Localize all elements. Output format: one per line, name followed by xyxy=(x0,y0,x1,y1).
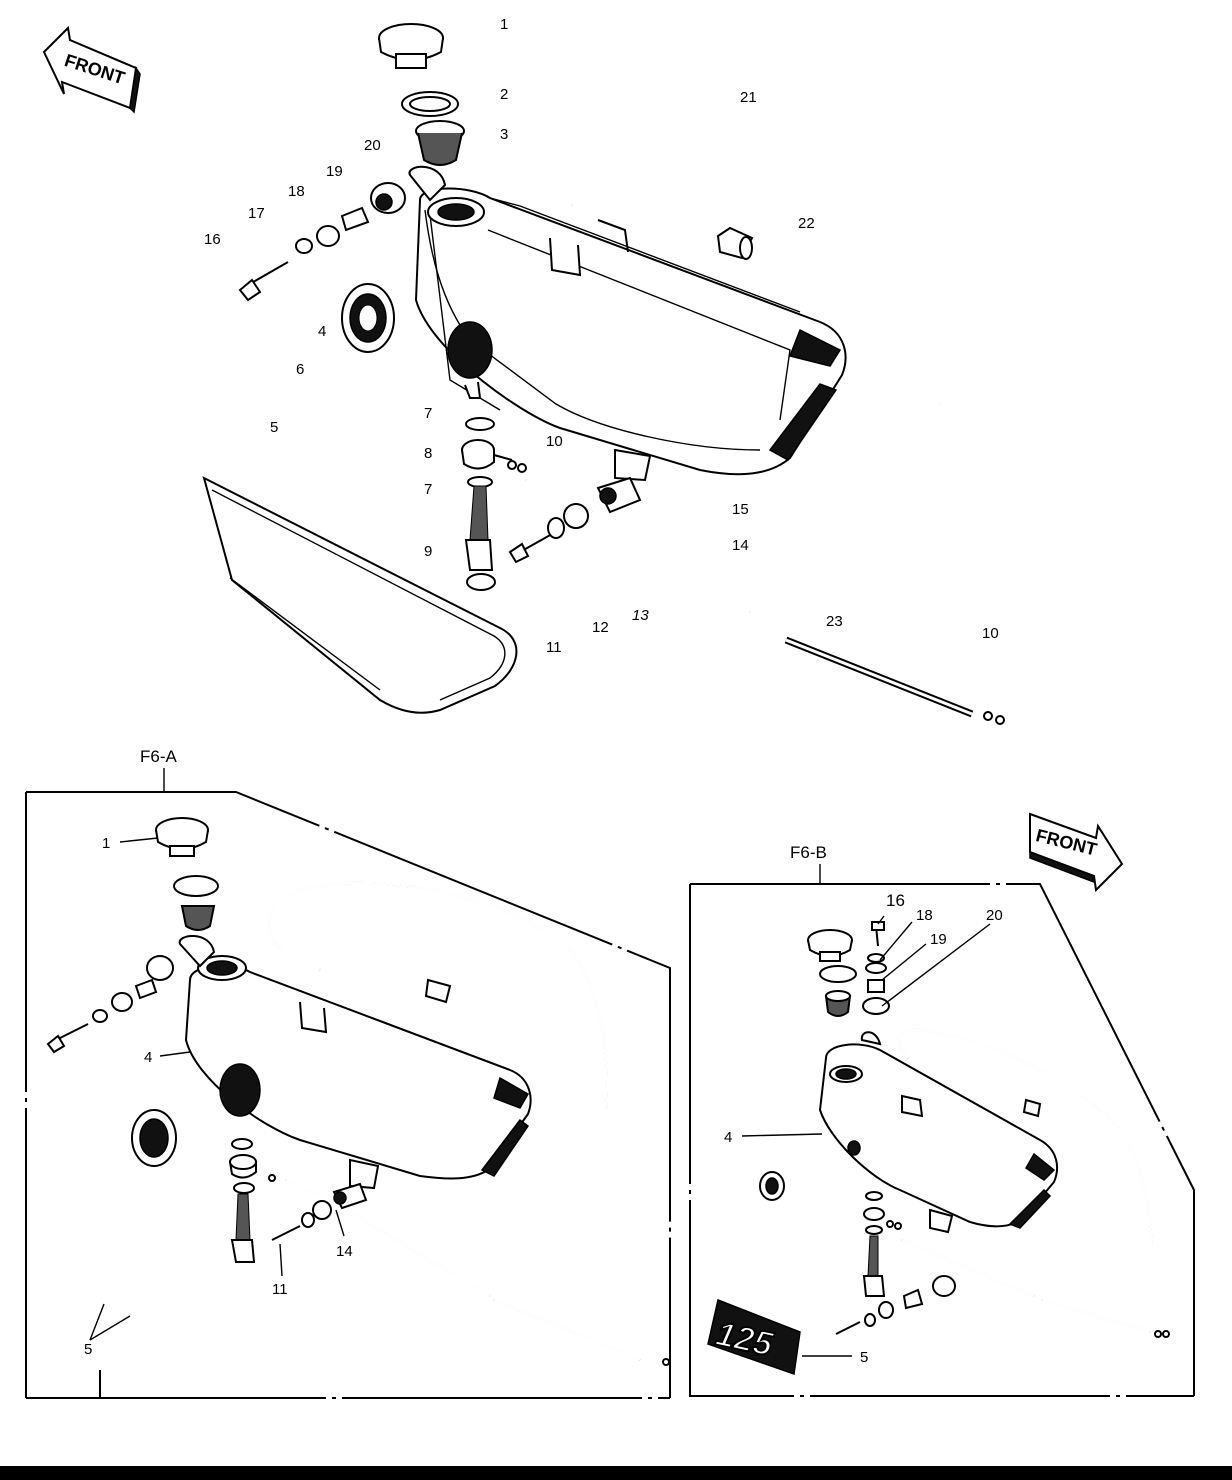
clips-10-icon xyxy=(507,460,527,473)
frame-f6b: FRONT F6-B xyxy=(689,812,1195,1397)
f6a-callout-1: 1 xyxy=(102,835,110,852)
cap-grommet-6-icon xyxy=(341,283,395,353)
filler-strainer-icon xyxy=(415,120,465,166)
callout-20: 20 xyxy=(364,137,381,154)
f6b-callout-20: 20 xyxy=(986,907,1003,924)
knee-pad-5-icon xyxy=(202,476,518,714)
callout-13: 13 xyxy=(632,607,649,624)
f6b-callout-4: 4 xyxy=(724,1129,732,1146)
frame-f6b-title: F6-B xyxy=(790,843,827,862)
callout-10b: 10 xyxy=(982,625,999,642)
bottom-border-bar xyxy=(0,1466,1232,1480)
callout-9: 9 xyxy=(424,543,432,560)
bolt-11-icon xyxy=(508,533,553,564)
f6a-callout-4: 4 xyxy=(144,1049,152,1066)
callout-22: 22 xyxy=(798,215,815,232)
damper-20-icon xyxy=(370,182,406,214)
f6a-strainer-icon xyxy=(180,905,216,931)
fuel-cap-icon xyxy=(378,23,444,69)
collar-19-icon xyxy=(340,206,370,232)
tank-bolt-16-icon xyxy=(238,261,289,302)
callout-19: 19 xyxy=(326,163,343,180)
washer-13-icon xyxy=(563,503,589,529)
frame-f6a: F6-A xyxy=(25,747,671,1399)
f6a-callout-5: 5 xyxy=(84,1341,92,1358)
callout-12: 12 xyxy=(592,619,609,636)
f6a-callout-14: 14 xyxy=(336,1243,353,1260)
f6a-fuel-tank-icon xyxy=(178,934,532,1190)
frame-f6a-title: F6-A xyxy=(140,747,178,766)
washer-17-icon xyxy=(295,238,313,254)
f6b-fuel-cap-icon xyxy=(807,929,853,962)
callout-7b: 7 xyxy=(424,481,432,498)
washer-12-icon xyxy=(547,517,565,539)
f6b-callout-19: 19 xyxy=(930,931,947,948)
callout-8: 8 xyxy=(424,445,432,462)
callout-5: 5 xyxy=(270,419,278,436)
callout-2: 2 xyxy=(500,86,508,103)
callout-23: 23 xyxy=(826,613,843,630)
fuel-tank-4-icon xyxy=(408,165,847,482)
f6a-grommet-icon xyxy=(131,1109,177,1167)
hose-cap-icon xyxy=(716,226,754,260)
f6b-callout-5: 5 xyxy=(860,1349,868,1366)
callout-4: 4 xyxy=(318,323,326,340)
callout-14: 14 xyxy=(732,537,749,554)
callout-18: 18 xyxy=(288,183,305,200)
front-arrow-bottom-right-icon: FRONT xyxy=(1029,812,1124,893)
callout-16: 16 xyxy=(204,231,221,248)
cap-gasket-icon xyxy=(401,91,459,117)
banjo-8-icon xyxy=(461,439,513,470)
callout-6: 6 xyxy=(296,361,304,378)
callout-1: 1 xyxy=(500,16,508,33)
fuel-cock-15-icon xyxy=(596,476,642,514)
f6b-callout-18: 18 xyxy=(916,907,933,924)
f6b-callout-16: 16 xyxy=(886,891,905,910)
front-arrow-top-left-icon: FRONT xyxy=(42,25,141,114)
f6a-gasket-icon xyxy=(173,875,219,897)
callout-7: 7 xyxy=(424,405,432,422)
callout-21: 21 xyxy=(740,89,757,106)
f6b-fuel-tank-icon xyxy=(818,1031,1058,1234)
f6a-fuel-cap-icon xyxy=(155,817,209,857)
f6b-decal-box: 125 xyxy=(707,1298,801,1376)
main-exploded-view: 1 2 3 4 5 6 7 8 7 9 10 10 11 12 13 14 15… xyxy=(202,16,1005,725)
callout-10: 10 xyxy=(546,433,563,450)
fuel-strainer-bolt-9-icon xyxy=(464,485,496,591)
callout-3: 3 xyxy=(500,126,508,143)
callout-11: 11 xyxy=(546,639,562,656)
o-ring-7-icon xyxy=(465,417,495,431)
washer-18-icon xyxy=(316,225,340,247)
callout-15: 15 xyxy=(732,501,749,518)
f6a-callout-11: 11 xyxy=(272,1281,288,1298)
callout-17: 17 xyxy=(248,205,265,222)
